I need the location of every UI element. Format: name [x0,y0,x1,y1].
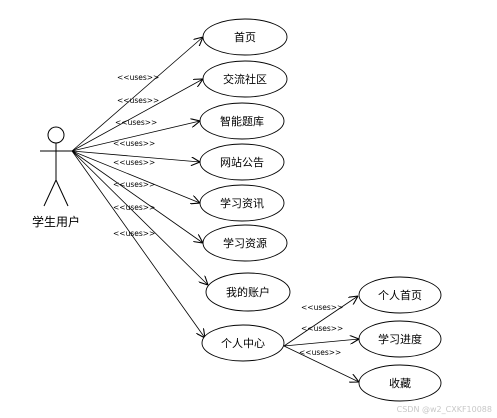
use-case-ellipse [202,18,288,56]
use-case-home: 首页 [202,18,288,56]
use-case-label: 收藏 [389,376,411,390]
use-case-ellipse [358,364,442,402]
edge-personal-home [283,296,358,347]
use-case-personal-home: 个人首页 [358,276,442,314]
edge-personal-center [71,150,205,338]
use-case-community: 交流社区 [202,60,288,98]
actor-head [47,126,65,144]
actor-edges [71,37,208,338]
use-case-label: 学习资源 [223,236,267,250]
stereotype-label: <<uses>> [113,203,155,212]
edge-community [71,79,203,152]
use-case-label: 网站公告 [220,155,264,169]
stereotype-label: <<uses>> [113,229,155,238]
actor-right-leg [55,179,69,207]
edge-learning-info [71,150,200,203]
use-case-personal-center: 个人中心 [201,324,285,362]
stereotype-label: <<uses>> [301,324,343,333]
edge-favorites [283,345,359,382]
stereotype-label: <<uses>> [113,180,155,189]
actor-left-leg [43,179,57,207]
actor-label: 学生用户 [32,214,80,229]
edge-home [71,37,203,152]
stereotype-label: <<uses>> [301,303,343,312]
use-case-ellipse [358,320,442,358]
edge-learning-resources [71,150,203,243]
stereotype-label: <<uses>> [117,73,159,82]
use-case-learning-info: 学习资讯 [199,184,285,222]
edge-question-bank [71,121,200,152]
use-case-ellipse [199,143,285,181]
actor-figure [40,126,72,207]
use-case-label: 学习进度 [378,332,422,346]
use-case-label: 首页 [234,30,256,44]
use-case-label: 学习资讯 [220,196,264,210]
edge-announcement [71,150,200,162]
use-case-ellipse [358,276,442,314]
use-case-ellipse [199,102,285,140]
use-case-label: 交流社区 [223,72,267,86]
sub-edges [283,296,359,382]
use-case-question-bank: 智能题库 [199,102,285,140]
use-case-learning-progress: 学习进度 [358,320,442,358]
use-case-ellipse [201,324,285,362]
sub-edge-labels: <<uses>> <<uses>> <<uses>> [299,303,343,357]
use-case-label: 智能题库 [220,114,264,128]
use-case-learning-resources: 学习资源 [202,224,288,262]
main-edge-labels: <<uses>> <<uses>> <<uses>> <<uses>> <<us… [113,73,159,238]
stereotype-label: <<uses>> [113,139,155,148]
use-case-label: 我的账户 [226,285,270,299]
stereotype-label: <<uses>> [113,158,155,167]
use-case-announcement: 网站公告 [199,143,285,181]
stereotype-label: <<uses>> [299,348,341,357]
use-case-ellipse [199,184,285,222]
watermark: CSDN @w2_CXKF10088 [397,405,492,414]
use-case-ellipse [205,272,291,312]
stereotype-label: <<uses>> [115,118,157,127]
edge-learning-progress [283,339,359,347]
use-case-label: 个人首页 [378,288,422,302]
use-case-favorites: 收藏 [358,364,442,402]
edge-my-account [71,150,208,285]
stereotype-label: <<uses>> [117,96,159,105]
use-case-ellipse [202,60,288,98]
use-case-label: 个人中心 [221,337,265,350]
use-case-ellipse [202,224,288,262]
use-case-my-account: 我的账户 [205,272,291,312]
